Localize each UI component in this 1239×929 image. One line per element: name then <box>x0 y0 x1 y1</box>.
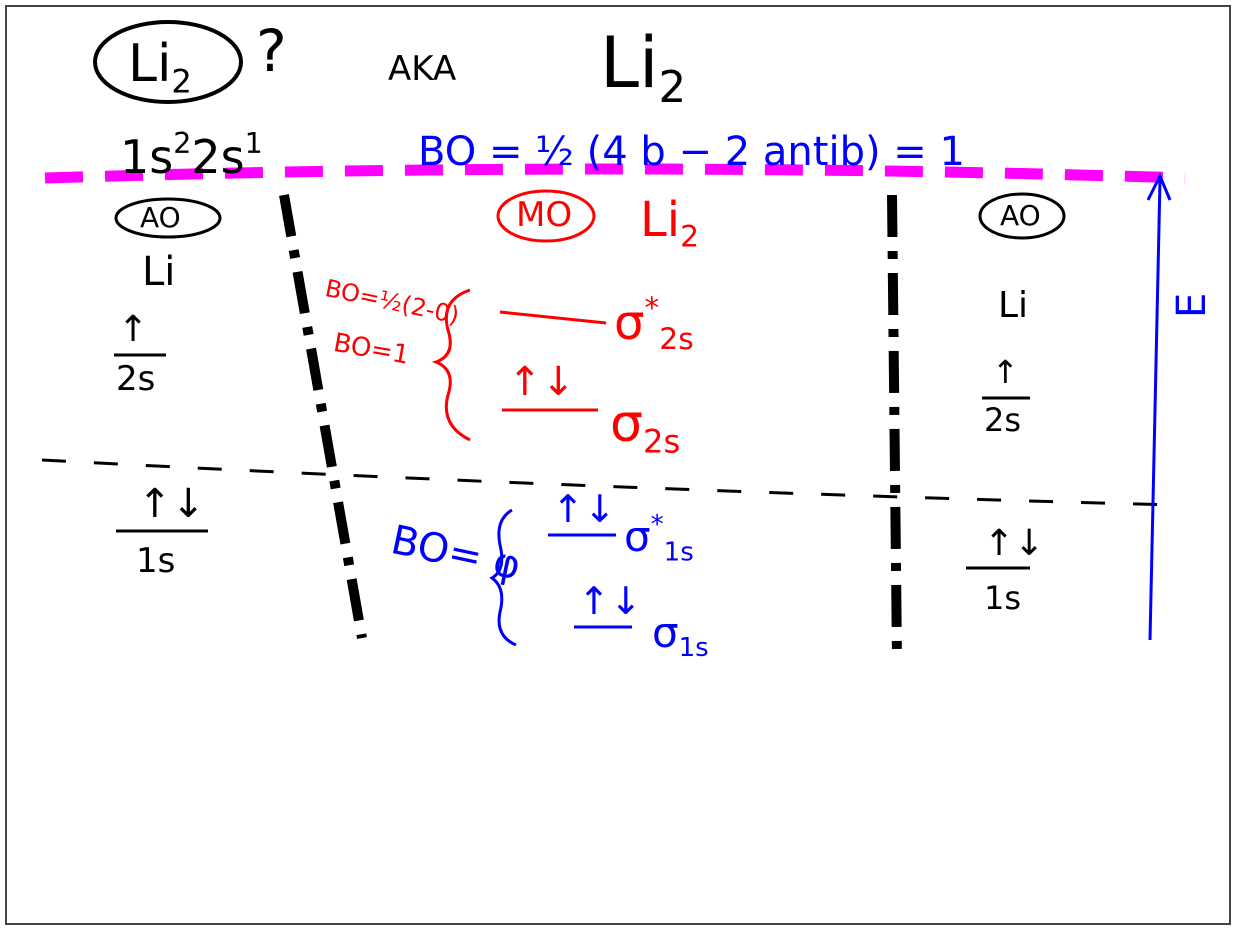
right-column-divider <box>887 194 902 661</box>
mo-sigma-1s-symbol: σ1s <box>652 608 709 664</box>
mo-sigma-1s-electrons: ↑↓ <box>578 579 642 623</box>
left-element-label: Li <box>142 249 176 295</box>
right-1s-electrons: ↑↓ <box>984 523 1045 564</box>
right-2s-label: 2s <box>984 401 1022 439</box>
alt-molecule-name: Li2 <box>600 22 687 114</box>
left-1s-label: 1s <box>136 541 176 581</box>
left-ao-label: AO <box>140 201 181 234</box>
valence-brace <box>431 288 471 442</box>
aka-label: AKA <box>388 49 457 89</box>
mo-circle <box>496 189 596 243</box>
mo-sigma-2s-symbol: σ2s <box>610 394 681 461</box>
electron-configuration: 1s22s1 <box>120 127 263 184</box>
right-ao-circle <box>978 192 1066 240</box>
energy-axis-arrowhead <box>1146 172 1172 201</box>
left-2s-electron: ↑ <box>118 309 149 350</box>
overall-bond-order: BO = ½ (4 b − 2 antib) = 1 <box>418 129 965 175</box>
mo-circle-label: MO <box>516 195 573 235</box>
left-2s-label: 2s <box>116 359 156 399</box>
mo-sigma-star-1s-symbol: σ*1s <box>624 510 694 568</box>
title-circle <box>93 20 243 104</box>
right-1s-label: 1s <box>984 579 1022 617</box>
right-2s-electron: ↑ <box>992 353 1019 391</box>
energy-axis-label: E <box>1169 292 1215 318</box>
core-brace <box>489 508 517 647</box>
mo-sigma-2s-electrons: ↑↓ <box>508 359 576 405</box>
mo-sigma-star-2s-line <box>499 310 607 325</box>
left-1s-electrons: ↑↓ <box>138 481 206 527</box>
mo-sigma-star-1s-electrons: ↑↓ <box>552 487 616 531</box>
title-molecule: Li2 <box>128 34 192 101</box>
left-column-divider <box>279 194 367 639</box>
energy-axis-arrow <box>1148 179 1162 641</box>
right-element-label: Li <box>998 285 1029 326</box>
left-ao-circle <box>114 197 222 239</box>
right-ao-label: AO <box>1000 199 1041 232</box>
title-question-mark: ? <box>256 17 287 85</box>
mo-molecule-label: Li2 <box>640 192 700 255</box>
core-valence-separator <box>41 458 1176 507</box>
board-frame <box>5 5 1231 925</box>
mo-sigma-star-2s-symbol: σ*2s <box>614 291 694 358</box>
separator-dashed-line <box>44 163 1186 184</box>
